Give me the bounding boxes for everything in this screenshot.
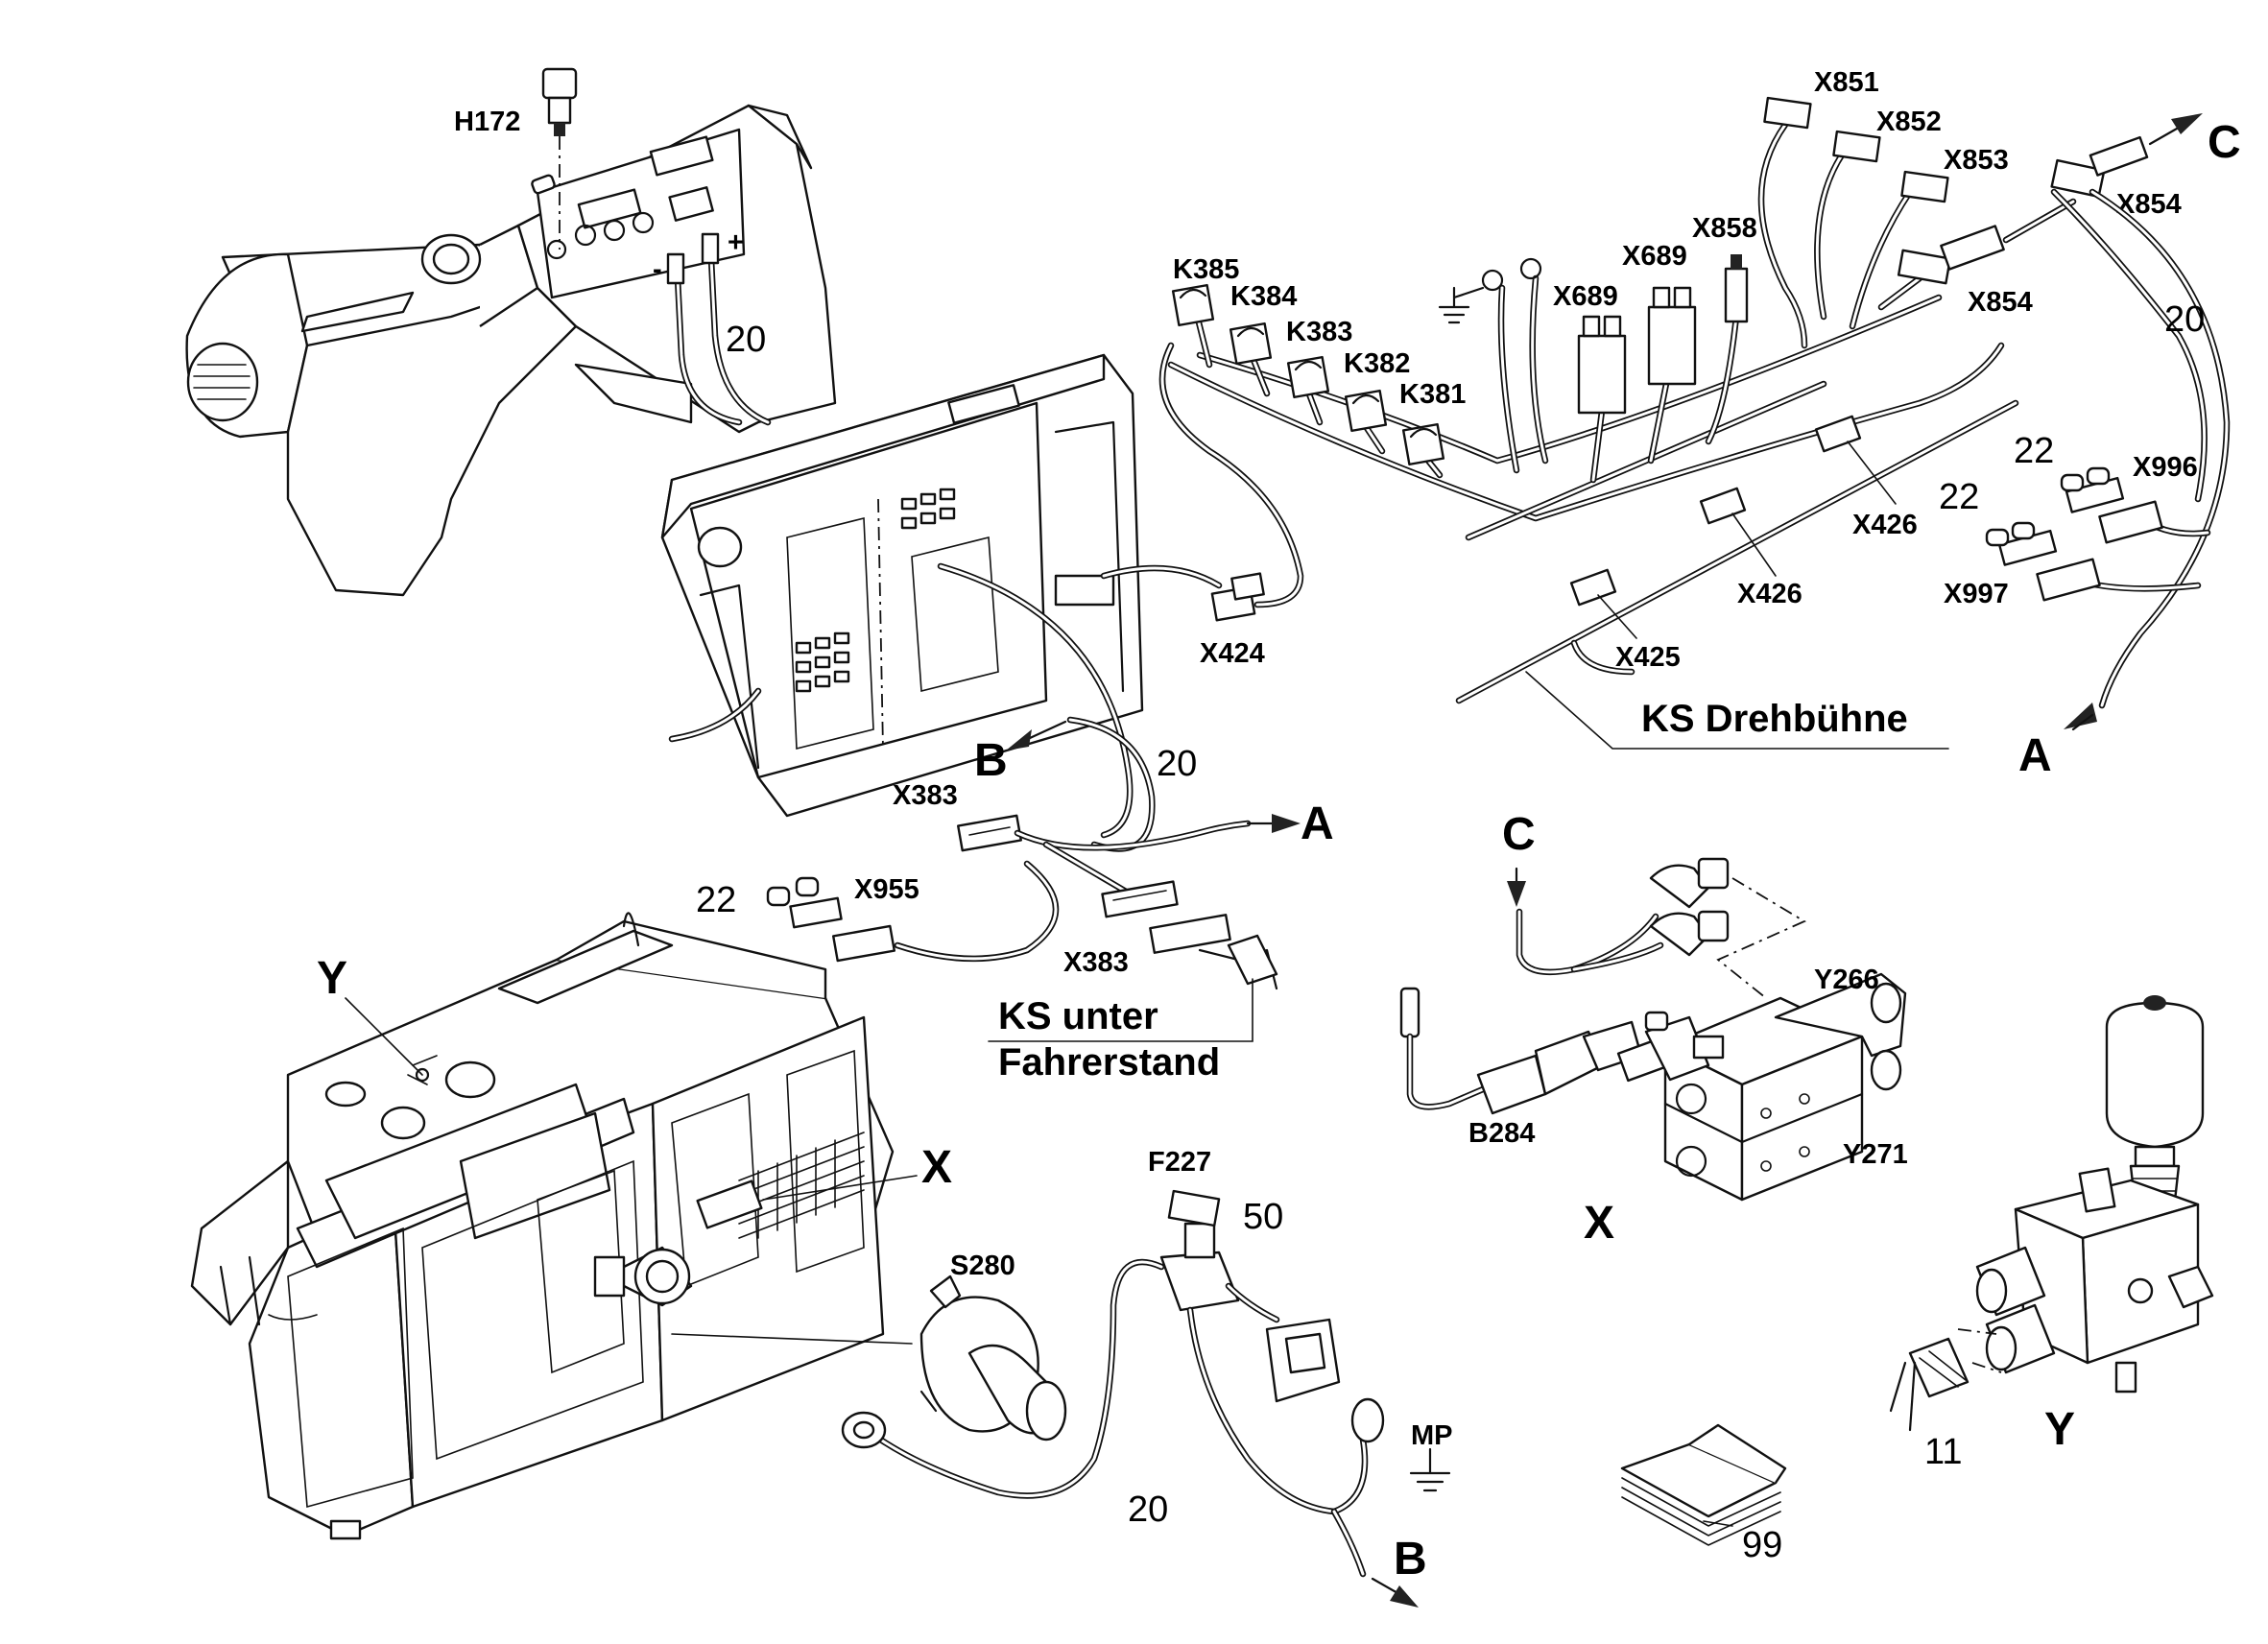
switch-s280-fuse-f227: S280 20 F227 50 B MP bbox=[841, 1147, 1453, 1608]
label-x955: X955 bbox=[854, 874, 919, 905]
label-x383-upper: X383 bbox=[893, 780, 958, 811]
label-99: 99 bbox=[1742, 1525, 1782, 1565]
label-k382: K382 bbox=[1344, 348, 1410, 379]
label-x854-lower: X854 bbox=[1968, 287, 2033, 318]
harness-b-upper: B 20 bbox=[974, 716, 1197, 852]
label-x426-left: X426 bbox=[1737, 579, 1802, 609]
label-x852: X852 bbox=[1876, 107, 1942, 137]
label-x689-left: X689 bbox=[1553, 281, 1618, 312]
label-fahrerstand: Fahrerstand bbox=[998, 1041, 1220, 1084]
label-x383-lower: X383 bbox=[1063, 947, 1129, 978]
label-ks-drehbuehne: KS Drehbühne bbox=[1641, 698, 1908, 740]
label-x-callout: X bbox=[921, 1142, 952, 1193]
label-x424: X424 bbox=[1200, 638, 1265, 669]
label-k381: K381 bbox=[1399, 379, 1466, 410]
valve-block-x: C Y266 Y271 B284 X bbox=[1399, 809, 1908, 1249]
label-k383: K383 bbox=[1286, 317, 1352, 347]
label-b-upper: B bbox=[974, 735, 1008, 786]
label-k385: K385 bbox=[1173, 254, 1239, 285]
label-20-bottom: 20 bbox=[1128, 1489, 1168, 1530]
lamp-h172: H172 - + 20 bbox=[454, 67, 772, 426]
connector-x424: X424 bbox=[1158, 342, 1304, 669]
control-panel bbox=[660, 353, 1223, 839]
detail-y-accumulator: 11 Y bbox=[1889, 995, 2214, 1472]
label-x425: X425 bbox=[1615, 642, 1681, 673]
label-x-detail: X bbox=[1584, 1198, 1614, 1249]
label-minus: - bbox=[653, 254, 662, 285]
label-20-top: 20 bbox=[726, 320, 766, 360]
label-x689-right: X689 bbox=[1622, 241, 1687, 272]
label-y-callout: Y bbox=[317, 953, 347, 1004]
label-x858: X858 bbox=[1692, 213, 1757, 244]
label-11: 11 bbox=[1924, 1432, 1962, 1472]
connectors-x996-x997: 22 22 X996 X997 bbox=[1939, 431, 2211, 609]
fuse-grid bbox=[795, 488, 956, 693]
connector-x383: X383 A X383 bbox=[893, 780, 1334, 990]
ks-unter-fahrerstand: KS unter Fahrerstand bbox=[988, 978, 1253, 1084]
label-22-middle: 22 bbox=[1939, 477, 1979, 517]
label-20-mid: 20 bbox=[1157, 744, 1197, 784]
manual-book: 99 bbox=[1620, 1423, 1787, 1565]
machine-cab: Y X bbox=[190, 912, 952, 1540]
label-x996: X996 bbox=[2133, 452, 2198, 483]
label-22-upper: 22 bbox=[2014, 431, 2054, 471]
label-x851: X851 bbox=[1814, 67, 1879, 98]
label-x997: X997 bbox=[1944, 579, 2009, 609]
label-x426-right: X426 bbox=[1852, 510, 1918, 540]
label-a-right: A bbox=[2018, 730, 2052, 781]
label-s280: S280 bbox=[950, 1251, 1015, 1281]
label-50: 50 bbox=[1243, 1197, 1283, 1237]
label-y266: Y266 bbox=[1814, 965, 1879, 995]
label-a-lower: A bbox=[1301, 798, 1334, 849]
label-f227: F227 bbox=[1148, 1147, 1211, 1178]
connector-x955: X955 22 bbox=[696, 860, 1060, 963]
label-h172: H172 bbox=[454, 107, 520, 137]
label-ks-unter: KS unter bbox=[998, 995, 1158, 1037]
label-20-right: 20 bbox=[2164, 299, 2205, 340]
label-c-upper: C bbox=[2208, 117, 2241, 168]
label-c-middle: C bbox=[1502, 809, 1536, 860]
harness-ks-drehbuehne: K385 K384 K383 K382 K381 X689 X689 X858 … bbox=[1167, 67, 2241, 781]
label-k384: K384 bbox=[1230, 281, 1297, 312]
label-mp: MP bbox=[1411, 1420, 1453, 1451]
label-y271: Y271 bbox=[1843, 1139, 1908, 1170]
label-22-lower: 22 bbox=[696, 880, 736, 920]
label-b-lower: B bbox=[1394, 1534, 1427, 1584]
label-b284: B284 bbox=[1468, 1118, 1535, 1149]
label-y-detail: Y bbox=[2044, 1404, 2075, 1455]
label-plus: + bbox=[728, 227, 744, 258]
label-x853: X853 bbox=[1944, 145, 2009, 176]
